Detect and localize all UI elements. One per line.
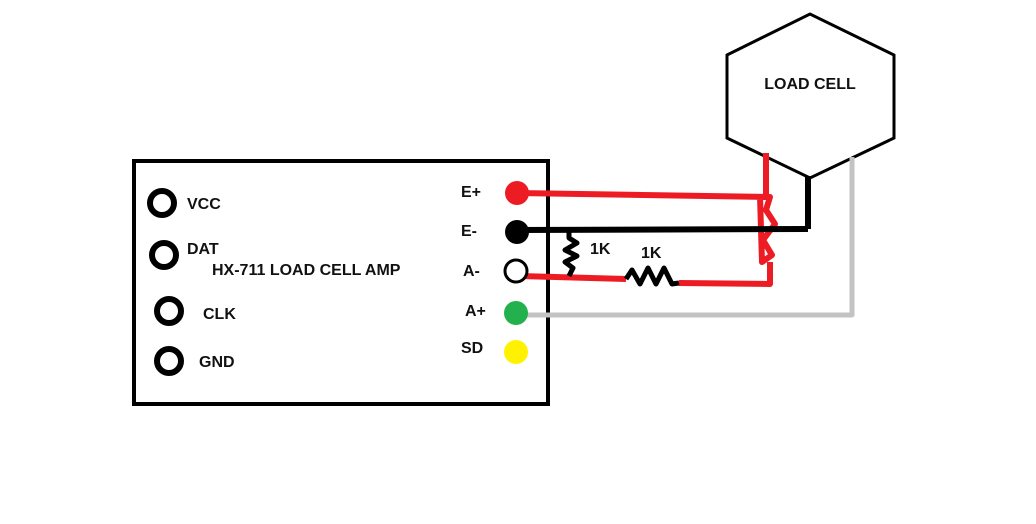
resistor-2-label: 1K bbox=[641, 245, 662, 262]
pin-dat-label: DAT bbox=[187, 241, 219, 258]
pin-clk-hole bbox=[154, 296, 184, 326]
pin-aplus-dot bbox=[504, 301, 528, 325]
module-title: HX-711 LOAD CELL AMP bbox=[212, 262, 401, 279]
pin-eplus-dot bbox=[505, 181, 529, 205]
wire-eminus bbox=[516, 226, 809, 233]
pin-dat-hole bbox=[149, 240, 179, 270]
pin-sd-label: SD bbox=[461, 340, 483, 357]
pin-vcc-label: VCC bbox=[187, 196, 221, 213]
pin-eplus-label: E+ bbox=[461, 184, 481, 201]
pin-aminus-dot bbox=[503, 258, 529, 284]
hx711-module-board bbox=[132, 159, 550, 406]
resistor-2 bbox=[623, 265, 680, 287]
pin-gnd-hole bbox=[154, 346, 184, 376]
pin-aplus-label: A+ bbox=[465, 303, 486, 320]
wire-aplus bbox=[518, 157, 855, 318]
pin-gnd-label: GND bbox=[199, 354, 235, 371]
resistor-1-label: 1K bbox=[590, 241, 611, 258]
wire-aminus bbox=[519, 273, 627, 282]
pin-vcc-hole bbox=[147, 188, 177, 218]
pin-eminus-label: E- bbox=[461, 223, 477, 240]
load-cell-body bbox=[725, 12, 896, 180]
pin-sd-dot bbox=[504, 340, 528, 364]
load-cell-label: LOAD CELL bbox=[764, 76, 856, 93]
resistor-1 bbox=[562, 231, 580, 278]
wire-aminus-to-cell bbox=[678, 262, 773, 287]
pin-clk-label: CLK bbox=[203, 306, 236, 323]
pin-eminus-dot bbox=[505, 220, 529, 244]
pin-aminus-label: A- bbox=[463, 263, 480, 280]
